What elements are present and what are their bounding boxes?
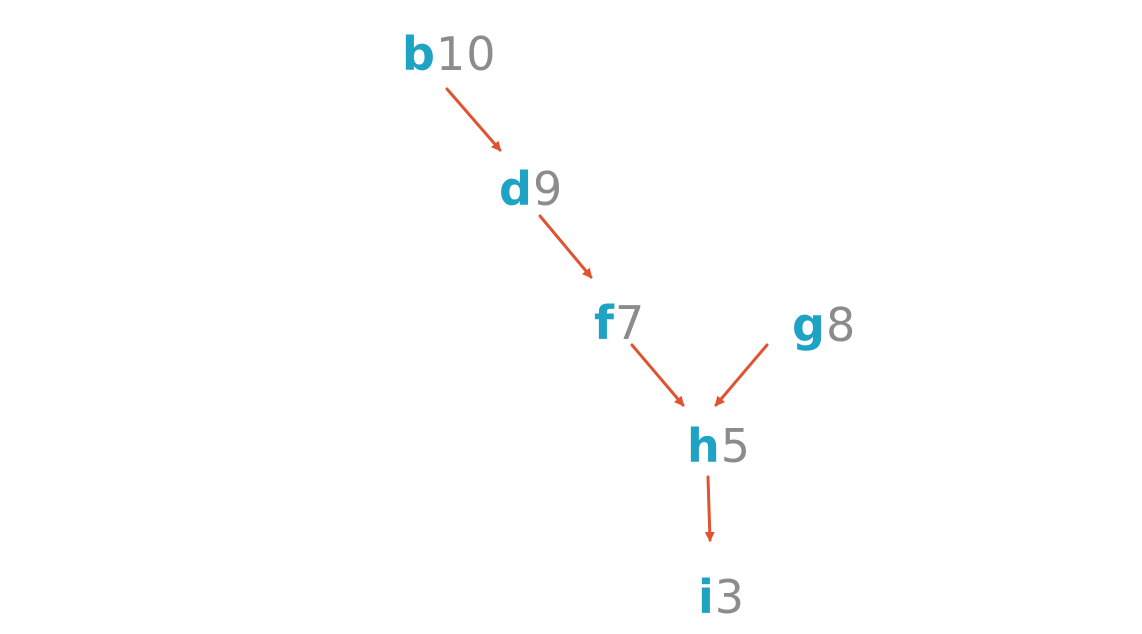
node-g-number: 8 [825,298,857,352]
node-d-letter: d [499,162,533,216]
node-b-number: 10 [435,27,497,81]
node-h-letter: h [687,419,721,473]
node-i-letter: i [698,570,715,624]
node-g: g8 [792,302,856,348]
edge-b-d-arrow [445,87,502,152]
node-h: h5 [687,423,751,469]
edge-f-h-arrow [630,343,685,407]
node-i: i3 [698,574,745,620]
node-i-number: 3 [714,570,746,624]
node-b-letter: b [402,27,436,81]
node-f-letter: f [594,296,616,350]
node-b: b10 [402,31,496,77]
edge-g-h-arrow [714,343,769,407]
node-h-number: 5 [720,419,752,473]
edge-h-i-arrow [704,475,715,542]
node-g-letter: g [792,298,826,352]
edge-d-f-arrow [538,214,593,279]
node-d: d9 [499,166,563,212]
node-f: f7 [594,300,645,346]
node-d-number: 9 [532,162,564,216]
node-f-number: 7 [615,296,646,350]
